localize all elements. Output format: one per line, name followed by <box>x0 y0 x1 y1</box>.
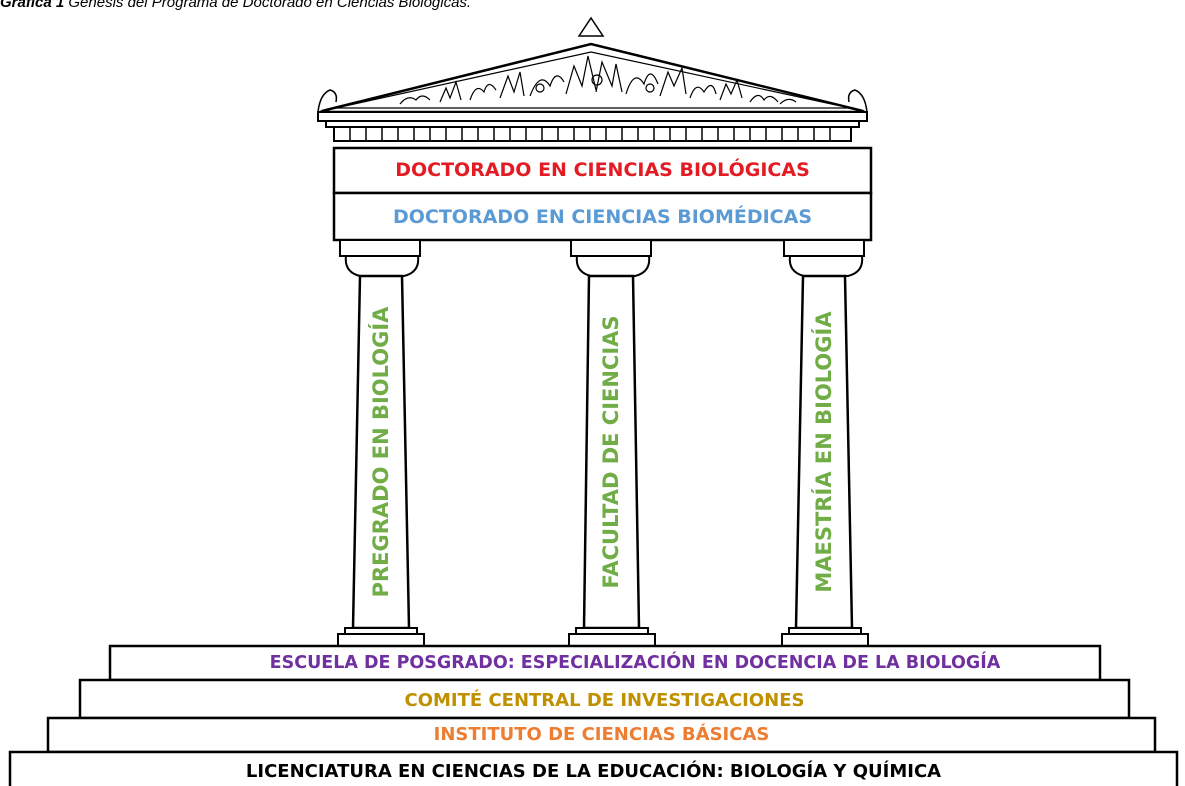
column-right <box>781 239 869 647</box>
pediment-sculptures <box>399 55 797 105</box>
step-1 <box>108 644 1102 682</box>
step-4 <box>8 750 1179 786</box>
step-3-label: INSTITUTO DE CIENCIAS BÁSICAS <box>433 724 770 745</box>
column-right-label: MAESTRÍA EN BIOLOGÍA <box>812 311 836 593</box>
figure-caption: Gráfica 1 Génesis del Programa de Doctor… <box>0 0 471 11</box>
step-1-label: ESCUELA DE POSGRADO: ESPECIALIZACIÓN EN … <box>269 653 1001 673</box>
entablature-bottom-label: DOCTORADO EN CIENCIAS BIOMÉDICAS <box>392 206 813 228</box>
step-4-label: LICENCIATURA EN CIENCIAS DE LA EDUCACIÓN… <box>245 761 942 782</box>
pediment <box>317 16 868 114</box>
step-2-label: COMITÉ CENTRAL DE INVESTIGACIONES <box>404 690 805 711</box>
dentil-band <box>333 126 852 142</box>
step-3 <box>46 716 1157 754</box>
column-left <box>337 239 425 647</box>
caption-prefix: Gráfica 1 <box>0 0 65 11</box>
column-left-label: PREGRADO EN BIOLOGÍA <box>369 306 393 598</box>
entablature-box-top <box>332 146 873 195</box>
caption-text: Génesis del Programa de Doctorado en Cie… <box>64 0 472 11</box>
dentils <box>349 127 831 141</box>
entablature-box-bottom <box>332 191 873 242</box>
entablature-top-label: DOCTORADO EN CIENCIAS BIOLÓGICAS <box>395 159 810 181</box>
column-center <box>568 239 656 647</box>
column-center-label: FACULTAD DE CIENCIAS <box>599 315 623 589</box>
cornice <box>317 111 868 122</box>
